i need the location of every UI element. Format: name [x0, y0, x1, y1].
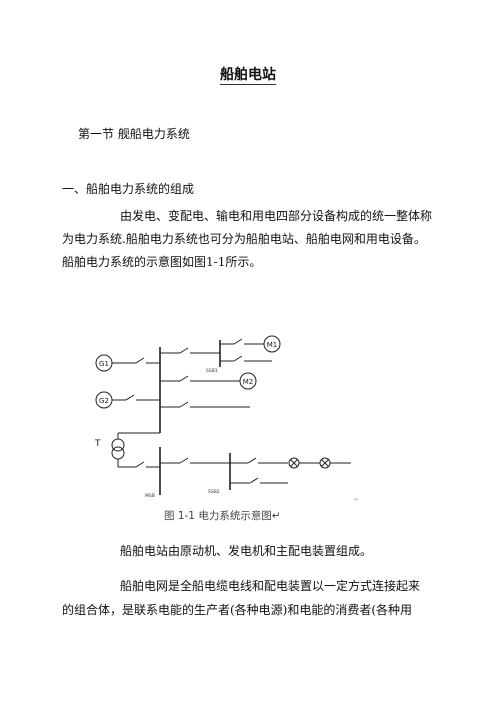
label-msb: MSB [145, 493, 155, 499]
label-g1: G1 [99, 360, 109, 368]
paragraph-2: 船舶电站由原动机、发电机和主配电装置组成。 [120, 544, 373, 558]
lamp-1 [288, 457, 300, 469]
paragraph-3-line-1: 船舶电网是全船电缆电线和配电装置以一定方式连接起来 [120, 579, 421, 593]
generator-g2: G2 [95, 391, 160, 409]
paragraph-1-line-1: 由发电、变配电、输电和用电四部分设备构成的统一整体称 [120, 209, 433, 223]
paragraph-3-line-2: 的组合体，是联系电能的生产者(各种电源)和电能的消费者(各种用 [62, 603, 413, 617]
branch-ssb1: SSB1 M1 [160, 335, 281, 374]
page-title: 船舶电站 [220, 67, 276, 85]
label-t: T [94, 439, 101, 449]
paragraph-1-line-3: 船舶电力系统的示意图如图1-1所示。 [62, 255, 262, 269]
label-ssb2: SSB2 [208, 489, 220, 495]
paragraph-mark: ↵ [354, 497, 358, 503]
label-ssb1: SSB1 [206, 368, 218, 374]
lamp-2 [319, 457, 331, 469]
branch-spare [160, 401, 250, 408]
transformer-t: T [94, 432, 160, 468]
label-m1: M1 [267, 341, 278, 349]
paragraph-1-line-2: 为电力系统.船舶电力系统也可分为船舶电站、船舶电网和用电设备。 [62, 232, 426, 246]
section-heading: 第一节 舰船电力系统 [78, 127, 190, 141]
branch-m2: M2 [160, 372, 257, 390]
power-system-diagram: G1 G2 T MSB SSB1 M1 [94, 335, 358, 522]
branch-ssb2: SSB2 [160, 453, 351, 495]
generator-g1: G1 [95, 354, 160, 372]
label-m2: M2 [243, 378, 254, 386]
figure-caption: 图 1-1 电力系统示意图↵ [164, 509, 281, 522]
subsection-heading: 一、船舶电力系统的组成 [62, 182, 195, 196]
label-g2: G2 [99, 397, 109, 405]
